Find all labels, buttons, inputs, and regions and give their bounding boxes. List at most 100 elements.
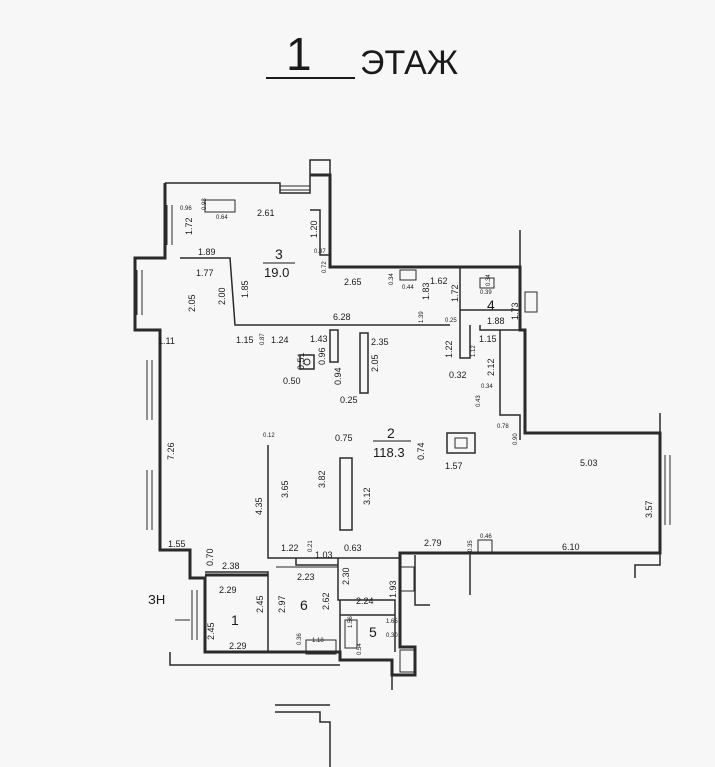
dimension-label: 1.20 <box>309 220 319 238</box>
room-2-area: 118.3 <box>373 445 405 460</box>
dimension-label: 2.61 <box>257 208 275 218</box>
dimension-label: 2.35 <box>371 337 389 347</box>
dimension-label: 0.75 <box>335 433 353 443</box>
dimension-label: 0.50 <box>283 376 301 386</box>
room-6-number: 6 <box>300 597 308 613</box>
dimension-label: 1.88 <box>487 316 505 326</box>
dimension-label: 2.65 <box>344 277 362 287</box>
dimension-label: 0.94 <box>333 367 343 385</box>
dimension-label: 1.93 <box>388 580 398 598</box>
dimension-label: 2.30 <box>341 567 351 585</box>
dimension-label: 0.96 <box>180 206 192 212</box>
interior-walls <box>180 199 521 673</box>
dimension-label: 1.56 <box>348 616 354 628</box>
dimension-label: 1.73 <box>510 302 520 320</box>
entrance-marker: ЗН <box>148 592 190 621</box>
outer-walls <box>133 159 662 767</box>
dimension-label: 1.55 <box>168 539 186 549</box>
dimension-label: 0.32 <box>449 370 467 380</box>
dimension-label: 7.26 <box>166 442 176 460</box>
dimension-label: 1.15 <box>479 334 497 344</box>
floor-number: 1 <box>286 28 312 80</box>
dimension-label: 3.12 <box>362 487 372 505</box>
dimension-label: 0.25 <box>340 395 358 405</box>
dimension-labels: 0.96 0.98 0.64 2.61 1.72 1.20 0.87 0.72 … <box>158 198 654 655</box>
dimension-label: 0.98 <box>202 198 208 210</box>
dimension-label: 0.74 <box>416 442 426 460</box>
dimension-label: 2.00 <box>217 287 227 305</box>
dimension-label: 0.30 <box>386 633 398 639</box>
floor-title: 1 ЭТАЖ <box>266 28 458 82</box>
dimension-label: 2.79 <box>424 538 442 548</box>
dimension-label: 2.45 <box>206 622 216 640</box>
dimension-label: 0.96 <box>317 347 327 365</box>
entrance-label: ЗН <box>148 592 165 607</box>
dimension-label: 1.22 <box>444 340 454 358</box>
dimension-label: 1.22 <box>281 543 299 553</box>
dimension-label: 2.97 <box>277 595 287 613</box>
room-3-area: 19.0 <box>264 265 289 280</box>
dimension-label: 1.77 <box>196 268 214 278</box>
dimension-label: 2.23 <box>297 572 315 582</box>
room-5-number: 5 <box>369 624 377 640</box>
dimension-label: 3.57 <box>644 500 654 518</box>
dimension-label: 0.87 <box>260 333 266 345</box>
dimension-label: 1.72 <box>184 217 194 235</box>
dimension-label: 2.45 <box>255 595 265 613</box>
dimension-label: 0.34 <box>486 274 492 286</box>
dimension-label: 4.35 <box>254 497 264 515</box>
dimension-label: 0.78 <box>497 424 509 430</box>
dimension-label: 1.62 <box>430 276 448 286</box>
room-labels: 3 19.0 2 118.3 4 1 6 5 <box>231 246 495 640</box>
dimension-label: 5.03 <box>580 458 598 468</box>
dimension-label: 2.24 <box>356 596 374 606</box>
dimension-label: 0.35 <box>468 540 474 552</box>
dimension-label: 2.12 <box>486 358 496 376</box>
room-3-number: 3 <box>275 246 283 262</box>
dimension-label: 2.62 <box>321 592 331 610</box>
dimension-label: 2.05 <box>187 294 197 312</box>
dimension-label: 2.38 <box>222 561 240 571</box>
dimension-label: 0.64 <box>216 215 228 221</box>
room-4-number: 4 <box>487 297 495 313</box>
dimension-label: 1.11 <box>158 336 175 346</box>
dimension-label: 1.18 <box>312 638 324 644</box>
dimension-label: 1.65 <box>386 619 398 625</box>
dimension-label: 0.46 <box>480 534 492 540</box>
dimension-label: 0.44 <box>402 285 414 291</box>
dimension-label: 1.03 <box>315 550 333 560</box>
dimension-label: 1.39 <box>419 311 425 323</box>
dimension-label: 1.43 <box>310 334 328 344</box>
dimension-label: 0.25 <box>445 318 457 324</box>
dimension-label: 1.83 <box>421 282 431 300</box>
dimension-label: 2.05 <box>370 354 380 372</box>
dimension-label: 0.43 <box>476 395 482 407</box>
dimension-label: 1.57 <box>445 461 463 471</box>
dimension-label: 1.72 <box>450 284 460 302</box>
room-2-number: 2 <box>387 425 395 441</box>
dimension-label: 0.72 <box>322 261 328 273</box>
dimension-label: 6.10 <box>562 542 580 552</box>
dimension-label: 0.87 <box>314 249 326 255</box>
dimension-label: 0.21 <box>308 540 314 552</box>
dimension-label: 0.54 <box>357 643 363 655</box>
room-1-number: 1 <box>231 612 239 628</box>
dimension-label: 0.70 <box>205 548 215 566</box>
dimension-label: 3.82 <box>317 470 327 488</box>
windows <box>136 185 671 640</box>
dimension-label: 6.28 <box>333 312 351 322</box>
dimension-label: 1.24 <box>271 335 289 345</box>
dimension-label: 1.89 <box>198 247 216 257</box>
dimension-label: 0.63 <box>344 543 362 553</box>
dimension-label: 0.34 <box>481 384 493 390</box>
dimension-label: 1.15 <box>236 335 254 345</box>
dimension-label: 0.34 <box>389 273 395 285</box>
dimension-label: 2.29 <box>229 641 247 651</box>
dimension-label: 0.39 <box>480 290 492 296</box>
dimension-label: 2.29 <box>219 585 237 595</box>
dimension-label: 0.51 <box>296 352 306 370</box>
dimension-label: 0.90 <box>513 433 519 445</box>
dimension-label: 0.36 <box>297 633 303 645</box>
dimension-label: 1.12 <box>471 345 477 357</box>
